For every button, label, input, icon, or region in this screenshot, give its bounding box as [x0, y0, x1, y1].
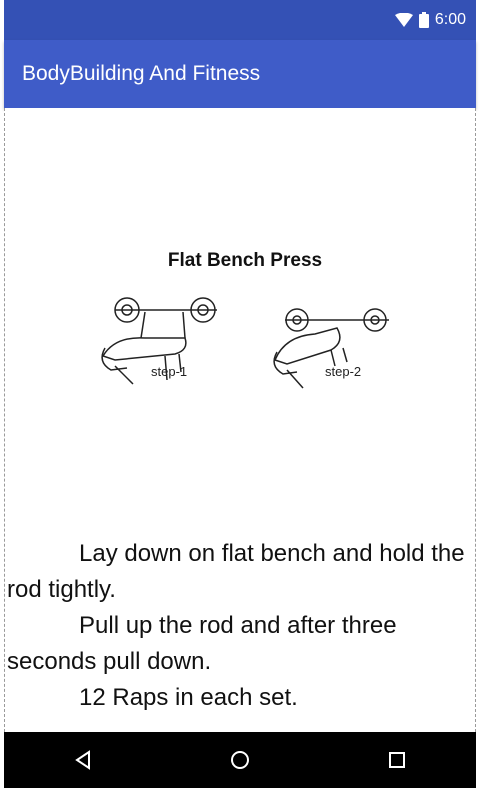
- bench-press-figures-icon: [101, 297, 389, 389]
- description-line: Lay down on flat bench and hold the rod …: [7, 540, 465, 603]
- home-button[interactable]: [210, 732, 270, 788]
- back-button[interactable]: [53, 732, 113, 788]
- description-line: Pull up the rod and after three seconds …: [7, 612, 397, 675]
- content-area: Flat Bench Press: [4, 108, 476, 732]
- app-title: BodyBuilding And Fitness: [22, 62, 261, 85]
- exercise-illustration: Flat Bench Press: [75, 238, 415, 418]
- battery-icon: [418, 12, 429, 28]
- recents-button[interactable]: [367, 732, 427, 788]
- wifi-icon: [394, 13, 413, 27]
- exercise-title: Flat Bench Press: [167, 250, 323, 271]
- back-triangle-icon: [74, 750, 90, 770]
- step-2-label: step-2: [325, 364, 362, 379]
- home-circle-icon: [230, 751, 249, 769]
- description-line: 12 Raps in each set.: [79, 684, 298, 711]
- exercise-description: Lay down on flat bench and hold the rod …: [7, 536, 471, 716]
- app-bar: BodyBuilding And Fitness: [4, 40, 476, 108]
- status-bar: 6:00: [4, 0, 476, 40]
- navigation-bar: [4, 732, 476, 788]
- recents-square-icon: [389, 752, 406, 768]
- step-1-label: step-1: [151, 364, 188, 379]
- status-time: 6:00: [434, 11, 466, 28]
